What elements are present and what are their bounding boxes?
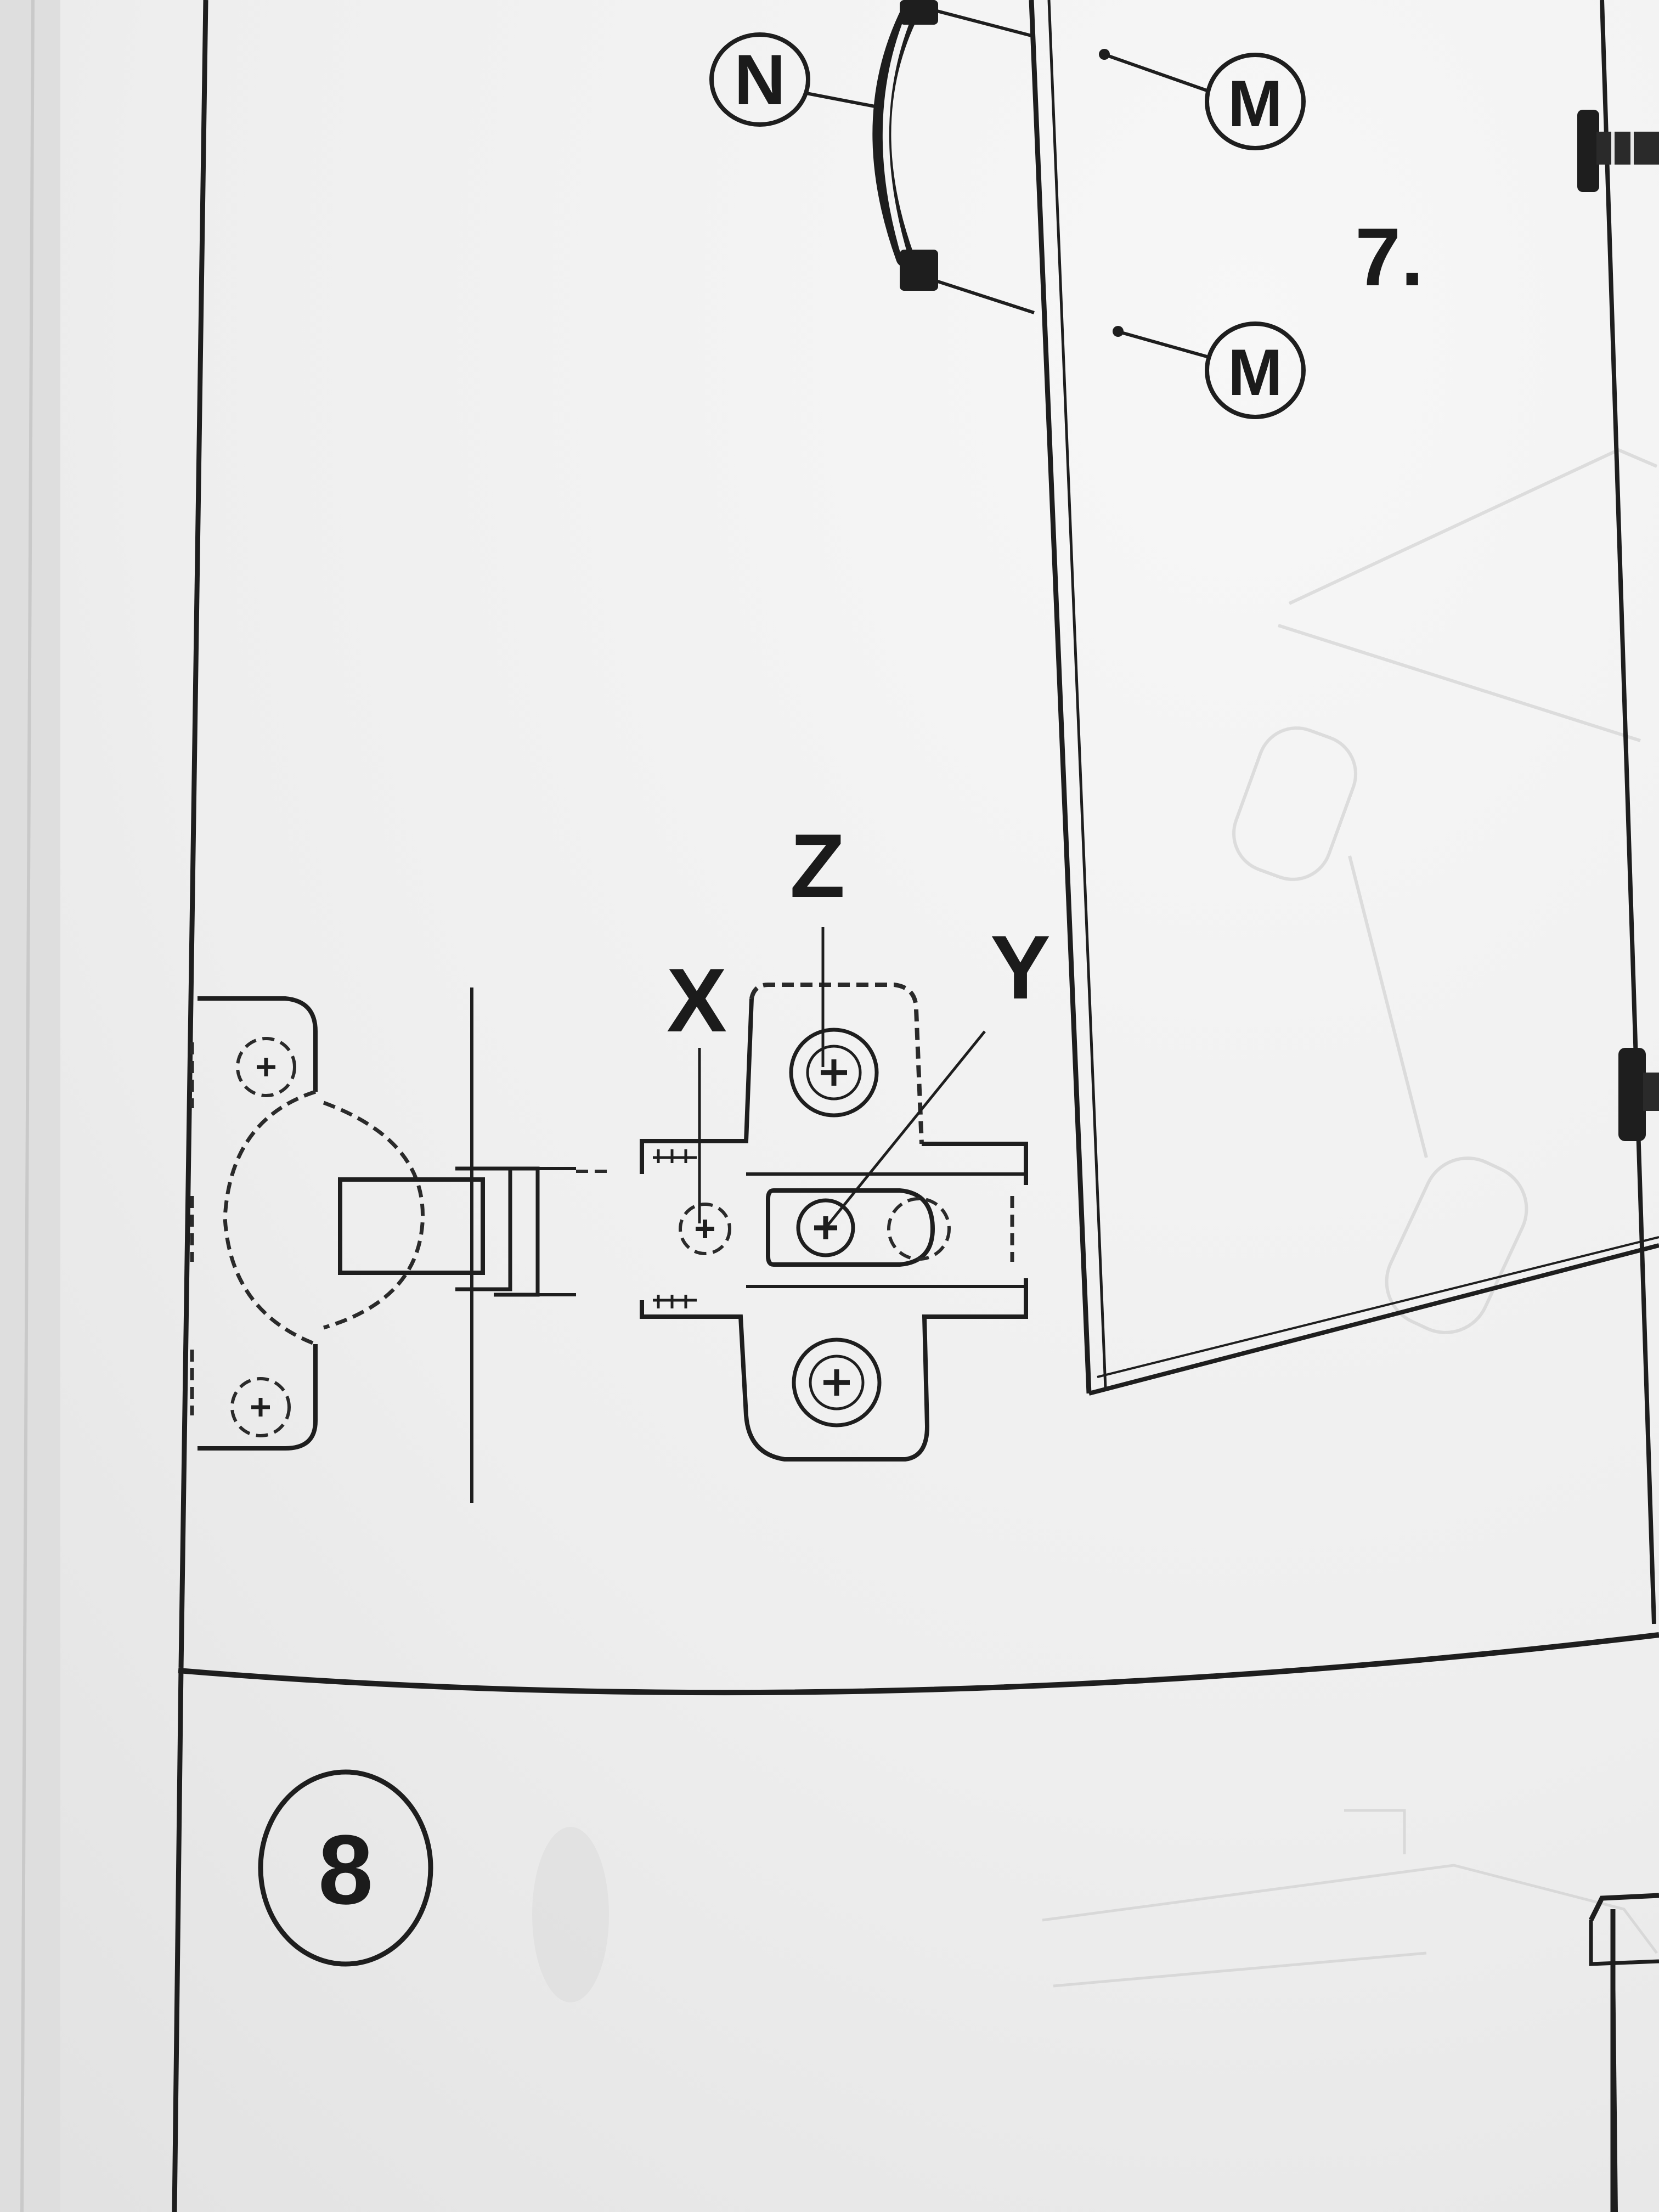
callout-n: N	[709, 32, 878, 127]
step-8-circle	[258, 1769, 433, 1967]
hinge-arm-screw-bottom	[230, 1377, 291, 1437]
step-7-illustration: N M M 7.	[709, 0, 1659, 1396]
label-z: Z	[790, 815, 845, 916]
hinge-arm-screw-top	[236, 1037, 296, 1097]
step-8-number: 8	[318, 1815, 373, 1925]
callout-m-top: M	[1099, 49, 1306, 150]
panel-frame	[172, 0, 1659, 2212]
hinge-diagram: Z X Y	[190, 815, 1051, 1503]
callout-m-top-label: M	[1228, 67, 1283, 140]
label-x: X	[667, 950, 727, 1051]
step-8-cabinet-edge	[1588, 1893, 1659, 2212]
cabinet-knob-top	[1577, 110, 1659, 192]
cabinet-door	[1029, 0, 1659, 1396]
frame-right-border	[1600, 0, 1656, 1624]
step-divider-line	[178, 1632, 1659, 1696]
step-8-header: 8	[258, 1769, 433, 1967]
mounting-plate	[640, 983, 1028, 1462]
plate-screw-z	[789, 1028, 879, 1118]
bleed-through-sketch	[532, 448, 1658, 2002]
step-7-number: 7.	[1355, 211, 1424, 303]
leader-y	[825, 1030, 986, 1229]
hinge-arm	[190, 996, 576, 1451]
frame-left-border-lower	[172, 1667, 184, 2212]
plate-screw-bottom	[792, 1338, 882, 1427]
paper-fold-line	[20, 0, 35, 2212]
label-y: Y	[990, 917, 1051, 1018]
frame-left-border	[178, 0, 208, 1668]
callout-m-bottom-label: M	[1228, 336, 1283, 409]
callout-m-bottom: M	[1113, 321, 1306, 419]
cabinet-knob-bottom	[1618, 1048, 1659, 1141]
callout-n-label: N	[734, 40, 786, 120]
plate-screw-x	[679, 1203, 731, 1255]
door-handle	[872, 0, 1035, 314]
